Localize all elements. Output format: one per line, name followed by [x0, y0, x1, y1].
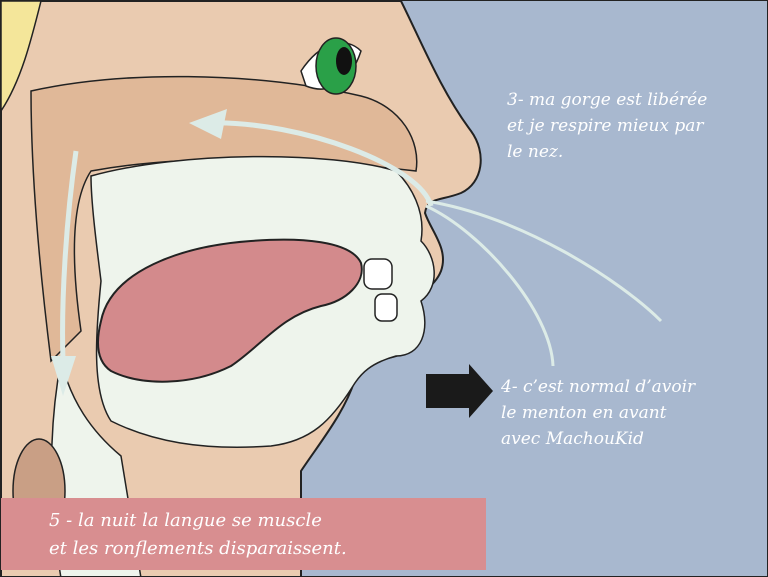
airflow-out-1	[426, 206, 553, 366]
caption-step-4: 4- c’est normal d’avoir le menton en ava…	[501, 374, 763, 452]
upper-tooth	[364, 259, 392, 289]
chin-arrow-icon	[426, 364, 493, 418]
airflow-out-2	[426, 201, 661, 321]
caption-step-3: 3- ma gorge est libérée et je respire mi…	[507, 87, 762, 165]
caption-step-5: 5 - la nuit la langue se muscle et les r…	[49, 507, 479, 563]
lower-tooth	[375, 294, 397, 321]
